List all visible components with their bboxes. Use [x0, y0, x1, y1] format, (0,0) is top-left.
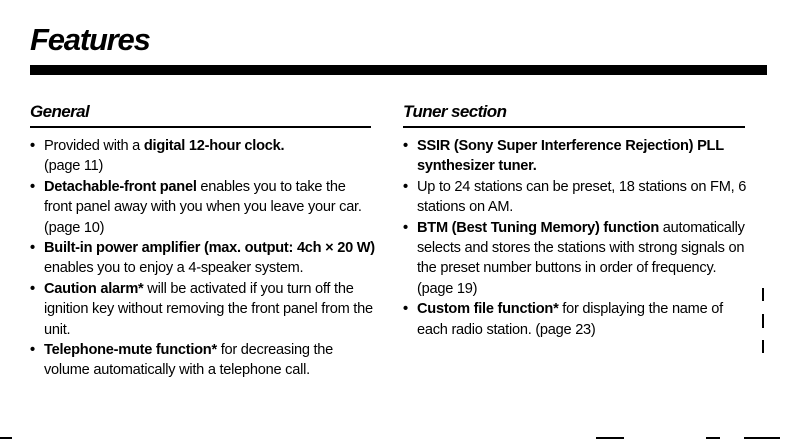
bullet-glyph: • — [403, 138, 408, 154]
general-feature-item: • Provided with a digital 12-hour clock. (… — [30, 136, 375, 177]
footer-mark — [706, 437, 720, 439]
bullet-glyph: • — [403, 301, 408, 318]
feature-description: will be activated if you turn off the ig… — [44, 280, 373, 338]
general-feature-list: • Provided with a digital 12-hour clock. (… — [30, 136, 375, 381]
tuner-feature-item: • Custom file function* for displaying th… — [403, 299, 748, 340]
bullet-glyph: • — [403, 219, 408, 236]
footer-mark — [744, 437, 780, 439]
margin-mark — [762, 340, 764, 353]
bullet-glyph: • — [30, 178, 35, 195]
tuner-feature-item: • Up to 24 stations can be preset, 18 sta… — [403, 177, 748, 218]
footer-mark — [596, 437, 624, 439]
feature-name: Telephone-mute function* — [44, 342, 217, 359]
feature-name: Detachable-front panel — [44, 178, 197, 195]
footer-mark — [0, 437, 12, 439]
general-feature-item: • Caution alarm* will be activated if you… — [30, 279, 375, 340]
tuner-feature-item: • BTM (Best Tuning Memory) function autom… — [403, 218, 748, 300]
feature-name: Built-in power amplifier (max. output: 4… — [44, 240, 375, 257]
bullet-glyph: • — [30, 280, 35, 297]
tuner-heading: Tuner section — [403, 102, 507, 121]
feature-name: BTM (Best Tuning Memory) function — [417, 219, 659, 236]
feature-name: SSIR (Sony Super Interference Rejection)… — [417, 138, 724, 175]
feature-description: (page 11) — [44, 158, 104, 175]
bullet-glyph: • — [30, 342, 35, 359]
tuner-feature-list: • SSIR (Sony Super Interference Rejection… — [403, 136, 748, 340]
tuner-feature-item: • SSIR (Sony Super Interference Rejection… — [403, 136, 748, 177]
feature-description: Up to 24 stations can be preset, 18 stat… — [417, 178, 747, 216]
feature-description: for displaying the name of each radio st… — [417, 301, 723, 338]
bullet-glyph: • — [403, 178, 408, 195]
bullet-glyph: • — [30, 240, 35, 257]
feature-name: Custom file function* — [417, 301, 559, 318]
title-rule — [30, 65, 767, 75]
general-feature-item: • Detachable-front panel enables you to t… — [30, 177, 375, 238]
page-title: Features — [30, 22, 151, 57]
feature-description: enables you to enjoy a 4-speaker system. — [44, 260, 304, 277]
feature-description: automatically selects and stores the sta… — [417, 219, 745, 297]
tuner-heading-rule — [403, 126, 745, 128]
margin-mark — [762, 288, 764, 301]
feature-description: for decreasing the volume automatically … — [44, 342, 334, 379]
feature-name: digital 12-hour clock. — [143, 138, 285, 154]
general-heading-rule — [30, 126, 371, 128]
general-feature-item: • Built-in power amplifier (max. output: … — [30, 238, 375, 279]
general-feature-item: • Telephone-mute function* for decreasing… — [30, 340, 375, 381]
feature-description: enables you to take the front panel away… — [44, 178, 362, 236]
bullet-glyph: • — [30, 138, 35, 154]
feature-name: Caution alarm* — [44, 280, 144, 297]
general-heading: General — [30, 102, 90, 121]
feature-description: Provided with a — [44, 138, 144, 154]
margin-mark — [762, 314, 764, 328]
